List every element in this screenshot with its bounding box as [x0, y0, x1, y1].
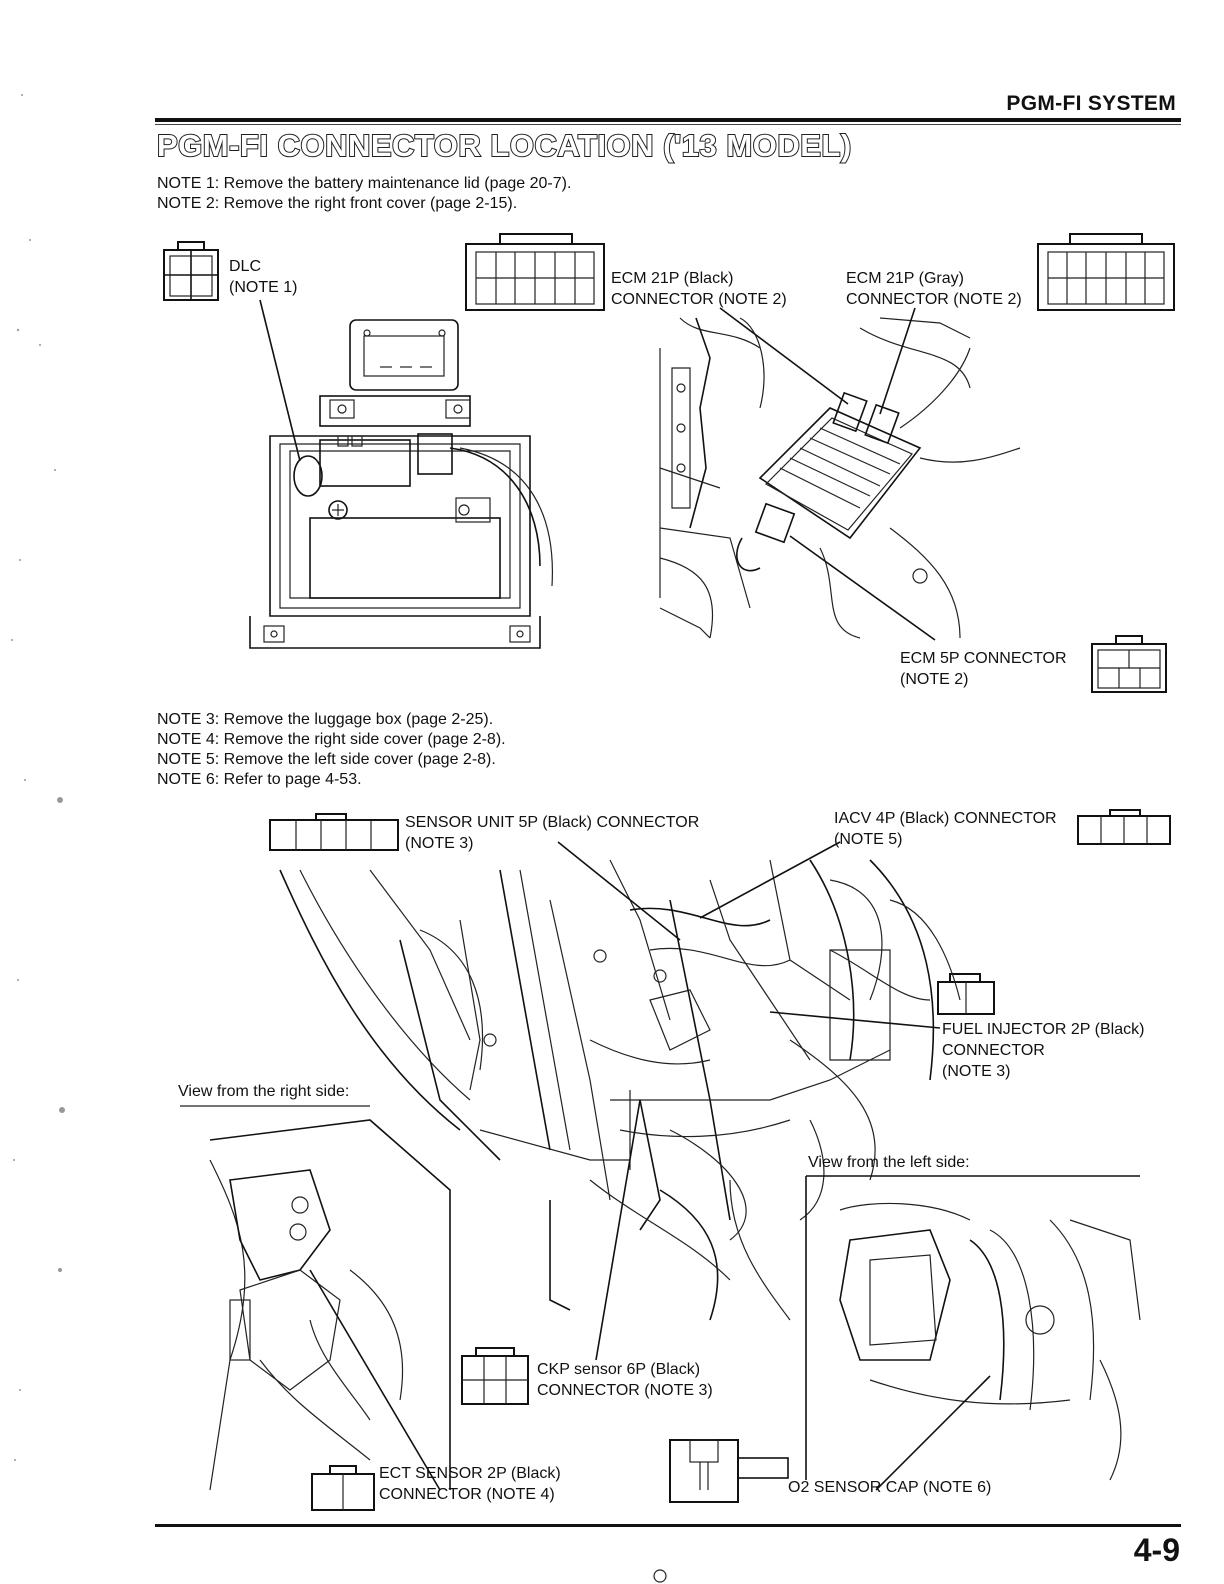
note-3: NOTE 3: Remove the luggage box (page 2-2… — [157, 711, 494, 728]
sensor-unit-label-line1: SENSOR UNIT 5P (Black) CONNECTOR — [405, 814, 700, 831]
dlc-connector-icon — [163, 241, 219, 301]
fuel-injector-label-line1: FUEL INJECTOR 2P (Black) — [942, 1021, 1145, 1038]
ect-sensor-2p-connector-icon — [311, 1465, 375, 1511]
page-number: 4-9 — [1133, 1532, 1180, 1568]
o2-sensor-label: O2 SENSOR CAP (NOTE 6) — [788, 1479, 992, 1496]
dlc-label-line1: DLC — [229, 258, 262, 275]
section-heading: PGM-FI SYSTEM — [1006, 92, 1176, 115]
ckp-sensor-6p-connector-icon — [461, 1347, 529, 1405]
iacv-label-line1: IACV 4P (Black) CONNECTOR — [834, 810, 1057, 827]
view-right-side-caption: View from the right side: — [178, 1083, 350, 1100]
o2-sensor-cap-icon — [669, 1439, 789, 1503]
battery-compartment-illustration — [163, 241, 553, 649]
engine-illustration — [180, 809, 1171, 1583]
ecm-illustration — [465, 233, 1175, 693]
note-6: NOTE 6: Refer to page 4-53. — [157, 771, 362, 788]
ecm-21p-gray-connector-icon — [1037, 233, 1175, 311]
ecm-gray-label-line1: ECM 21P (Gray) — [846, 270, 964, 287]
ecm-5p-label-line2: (NOTE 2) — [900, 671, 969, 688]
ecm-5p-connector-icon — [1091, 635, 1167, 693]
ecm-black-label-line2: CONNECTOR (NOTE 2) — [611, 291, 787, 308]
ect-label-line2: CONNECTOR (NOTE 4) — [379, 1486, 555, 1503]
fuel-injector-label-line2: CONNECTOR — [942, 1042, 1045, 1059]
ecm-unit — [736, 391, 922, 572]
fuel-injector-label-line3: (NOTE 3) — [942, 1063, 1011, 1080]
note-4: NOTE 4: Remove the right side cover (pag… — [157, 731, 506, 748]
ckp-label-line1: CKP sensor 6P (Black) — [537, 1361, 701, 1378]
sensor-unit-label-line2: (NOTE 3) — [405, 835, 474, 852]
ckp-label-line2: CONNECTOR (NOTE 3) — [537, 1382, 713, 1399]
view-left-side-caption: View from the left side: — [808, 1154, 970, 1171]
iacv-4p-connector-icon — [1077, 809, 1171, 845]
header-rule — [155, 118, 1181, 122]
ecm-black-label-line1: ECM 21P (Black) — [611, 270, 734, 287]
footer-rule — [155, 1524, 1181, 1527]
ect-label-line1: ECT SENSOR 2P (Black) — [379, 1465, 561, 1482]
iacv-label-line2: (NOTE 5) — [834, 831, 903, 848]
page-title: PGM-FI CONNECTOR LOCATION ('13 MODEL) — [156, 127, 852, 164]
header-rule-thin — [155, 124, 1181, 125]
ecm-gray-label-line2: CONNECTOR (NOTE 2) — [846, 291, 1022, 308]
ecm-5p-label-line1: ECM 5P CONNECTOR — [900, 650, 1067, 667]
note-2: NOTE 2: Remove the right front cover (pa… — [157, 195, 518, 212]
note-1: NOTE 1: Remove the battery maintenance l… — [157, 175, 572, 192]
scan-edge-marks — [11, 94, 65, 1461]
ecm-21p-black-connector-icon — [465, 233, 605, 311]
note-5: NOTE 5: Remove the left side cover (page… — [157, 751, 496, 768]
fuel-injector-2p-connector-icon — [937, 973, 995, 1015]
dlc-label-line2: (NOTE 1) — [229, 279, 298, 296]
sensor-unit-5p-connector-icon — [269, 813, 399, 851]
